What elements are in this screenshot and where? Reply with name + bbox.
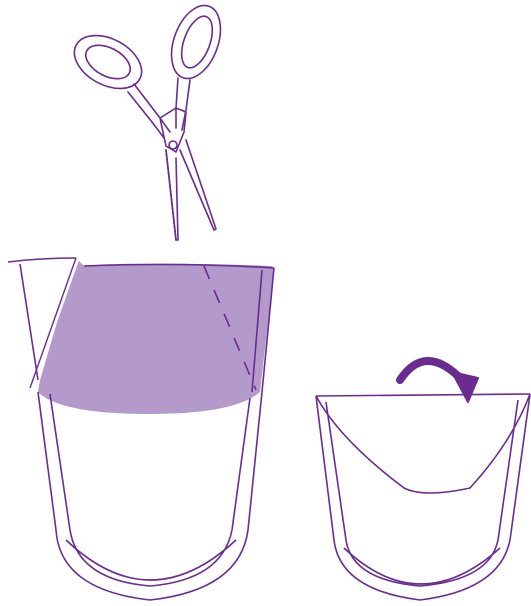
bag-left-seam: [20, 264, 38, 380]
scissors-pivot-screw: [169, 141, 177, 149]
folded-flap: [316, 394, 530, 493]
scissors-right-shank: [176, 78, 190, 130]
scissors-right-blade: [180, 140, 216, 230]
bag-lower-body-inner: [50, 394, 250, 586]
bag-lower-body-outer: [38, 392, 262, 600]
bag-cut-top: [8, 258, 274, 600]
folded-bag-gusset: [344, 548, 500, 584]
fold-top-edge: [316, 394, 530, 396]
bag-bottom-gusset: [66, 540, 236, 580]
scissors-right-handle: [162, 0, 229, 85]
bag-folded-over: [316, 394, 530, 600]
scissors-icon: [65, 0, 229, 240]
folded-bag-outer: [316, 394, 530, 600]
scissors-left-shank: [128, 84, 170, 138]
